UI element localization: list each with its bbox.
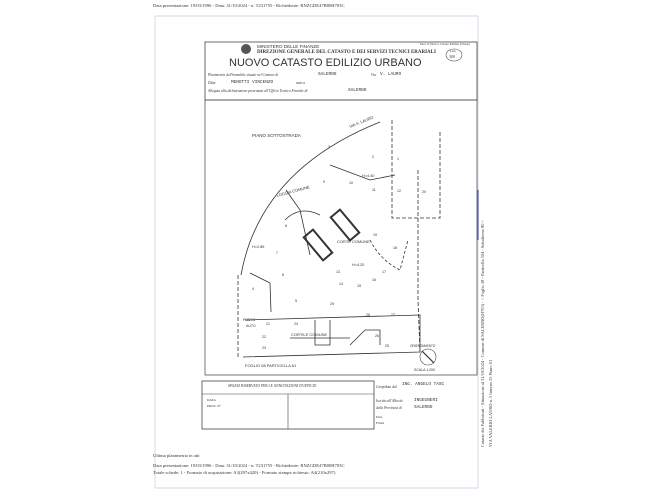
posto-auto-label-2: AUTO <box>246 324 256 328</box>
last-plan-label: Ultima planimetria in atti <box>153 453 200 458</box>
model-label: Mod. N (Nuovo Catasto Edilizio Urbano) <box>420 42 470 46</box>
document-title: NUOVO CATASTO EDILIZIO URBANO <box>229 57 422 69</box>
page-frame <box>154 15 479 489</box>
dimension-number: 21 <box>266 322 270 326</box>
province-label: della Provincia di <box>376 406 402 410</box>
compass-icon <box>419 348 437 366</box>
compass-needle-icon <box>421 350 435 364</box>
dimension-number: 25 <box>385 344 389 348</box>
dimension-number: 24 <box>294 322 298 326</box>
bottom-info-line2: Totale schede: 1 - Formato di acquisizio… <box>153 470 336 475</box>
dimension-number: 3 <box>328 145 330 149</box>
register-value: INGEGNERI <box>414 398 438 403</box>
via-value: V. LAURO <box>380 72 402 77</box>
dimension-number: 29 <box>330 302 334 306</box>
dimension-number: 18 <box>393 246 397 250</box>
dimension-number: 19 <box>373 233 377 237</box>
dimension-number: 9 <box>323 180 325 184</box>
floor-label: PIANO SOTTOSTRADA <box>252 133 301 138</box>
side-info-line2: VIA VALERIO LAURO n. 5 Interno 25 Piano … <box>488 359 493 447</box>
register-label: Iscritto all'Albo de <box>376 399 403 403</box>
posto-auto-label: POSTO <box>243 318 255 322</box>
bottom-info-line1: Data presentazione: 19/03/1996 - Data: 3… <box>153 463 345 468</box>
dimension-number: 16 <box>372 278 376 282</box>
emblem-icon <box>241 44 251 54</box>
ditta-value: MENOTTI VINCENZO <box>231 80 274 85</box>
side-info-line1: Catasto dei Fabbricati - Situazione al 3… <box>480 219 485 447</box>
height-label: H=4.20 <box>352 263 364 267</box>
province-value: SALERNO <box>414 405 433 410</box>
loggia-label: LOGGIA COMUNE <box>276 184 310 198</box>
dimension-number: 23 <box>262 346 266 350</box>
prot-label: PROT. N° <box>207 404 221 408</box>
via-label: Via <box>371 73 376 77</box>
office-value: SALERNO <box>348 88 367 93</box>
sheet-label: FOGLIO 58 PARTICELLA 61 <box>245 363 297 368</box>
dimension-number: 17 <box>382 270 386 274</box>
orientation-label: ORIENTAMENTO <box>410 344 436 348</box>
stamp-label: Lire <box>450 49 456 53</box>
cortile-label: CORTILE COMUNE <box>291 332 327 337</box>
location-label: Planimetria dell'immobile situato nel Co… <box>208 73 279 77</box>
top-info: Data presentazione: 19/03/1996 - Data: 3… <box>153 3 345 8</box>
direction: DIREZIONE GENERALE DEL CATASTO E DEI SER… <box>257 50 436 55</box>
dimension-number: 1 <box>397 157 399 161</box>
firma-label: Firma <box>376 421 385 425</box>
dimension-number: 12 <box>397 189 401 193</box>
dimension-number: 5 <box>295 299 297 303</box>
dimension-number: 4 <box>252 287 254 291</box>
scale-label: SCALA 1:200 <box>414 368 435 372</box>
dimension-number: 11 <box>372 188 376 192</box>
dimension-number: 20 <box>422 190 426 194</box>
height-label: H=2.85 <box>252 245 264 249</box>
annex-label: Allegata alla dichiarazione presentata a… <box>208 89 308 93</box>
street-label: VIA V. LAURO <box>349 115 375 129</box>
ditta-label: Ditta <box>208 81 216 85</box>
dimension-number: 27 <box>391 313 395 317</box>
dimension-number: 10 <box>349 181 353 185</box>
stamp-value: 300 <box>449 54 455 59</box>
corte-label: CORTE COMUNE <box>337 239 370 244</box>
compiled-label: Compilata dal <box>376 385 397 389</box>
plan-pillars <box>302 208 361 262</box>
date-label: DATA <box>207 398 216 402</box>
dimension-number: 28 <box>366 313 370 317</box>
dimension-number: 14 <box>339 282 343 286</box>
reserved-label: SPAZIO RISERVATO PER LE ANNOTAZIONI D'UF… <box>228 384 317 388</box>
dimension-number: 6 <box>282 273 284 277</box>
dimension-number: 2 <box>372 155 374 159</box>
compiler-value: ING. ANGELO TASC <box>402 382 445 387</box>
dimension-number: 13 <box>336 270 340 274</box>
dimension-number: 8 <box>285 224 287 228</box>
dimension-number: 26 <box>375 334 379 338</box>
stamp-icon <box>445 48 463 62</box>
dimension-number: 7 <box>276 251 278 255</box>
data-label: Data <box>376 415 383 419</box>
dimension-number: 22 <box>262 335 266 339</box>
ministry: MINISTERO DELLE FINANZE <box>257 44 320 49</box>
born-label: nato a <box>296 81 306 85</box>
dimension-number: 15 <box>357 284 361 288</box>
comune-value: SALERNO <box>318 72 337 77</box>
drawing-frame <box>204 99 478 376</box>
height-label: H=4.40 <box>362 174 374 178</box>
